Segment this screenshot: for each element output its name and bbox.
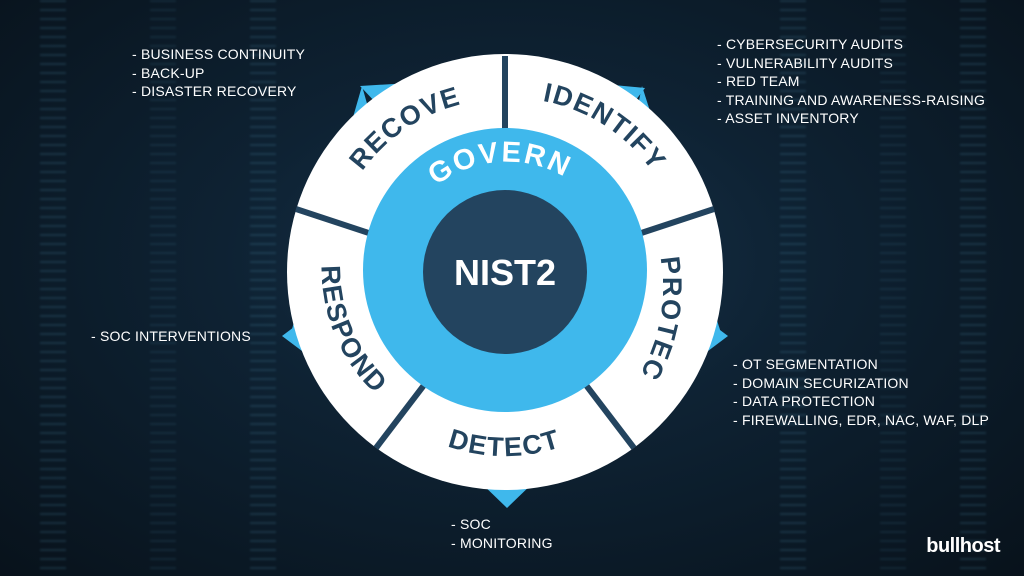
list-item: VULNERABILITY AUDITS [717, 54, 985, 73]
list-item: MONITORING [451, 534, 553, 553]
list-item: ASSET INVENTORY [717, 109, 985, 128]
bullhost-logo: bullhost [926, 535, 1000, 557]
list-item: DOMAIN SECURIZATION [733, 374, 989, 393]
center-circle [423, 190, 587, 354]
detect-activities-list: SOC MONITORING [451, 515, 553, 552]
list-item: RED TEAM [717, 72, 985, 91]
code-rain-column [40, 0, 66, 576]
list-item: DISASTER RECOVERY [132, 82, 305, 101]
list-item: SOC INTERVENTIONS [91, 327, 251, 346]
list-item: FIREWALLING, EDR, NAC, WAF, DLP [733, 411, 989, 430]
list-item: BACK-UP [132, 64, 305, 83]
center-title: NIST2 [454, 252, 556, 293]
list-item: OT SEGMENTATION [733, 355, 989, 374]
list-item: DATA PROTECTION [733, 392, 989, 411]
list-item: BUSINESS CONTINUITY [132, 45, 305, 64]
respond-activities-list: SOC INTERVENTIONS [91, 327, 251, 346]
protect-activities-list: OT SEGMENTATION DOMAIN SECURIZATION DATA… [733, 355, 989, 429]
identify-activities-list: CYBERSECURITY AUDITS VULNERABILITY AUDIT… [717, 35, 985, 128]
list-item: TRAINING AND AWARENESS-RAISING [717, 91, 985, 110]
recover-activities-list: BUSINESS CONTINUITY BACK-UP DISASTER REC… [132, 45, 305, 101]
list-item: CYBERSECURITY AUDITS [717, 35, 985, 54]
list-item: SOC [451, 515, 553, 534]
